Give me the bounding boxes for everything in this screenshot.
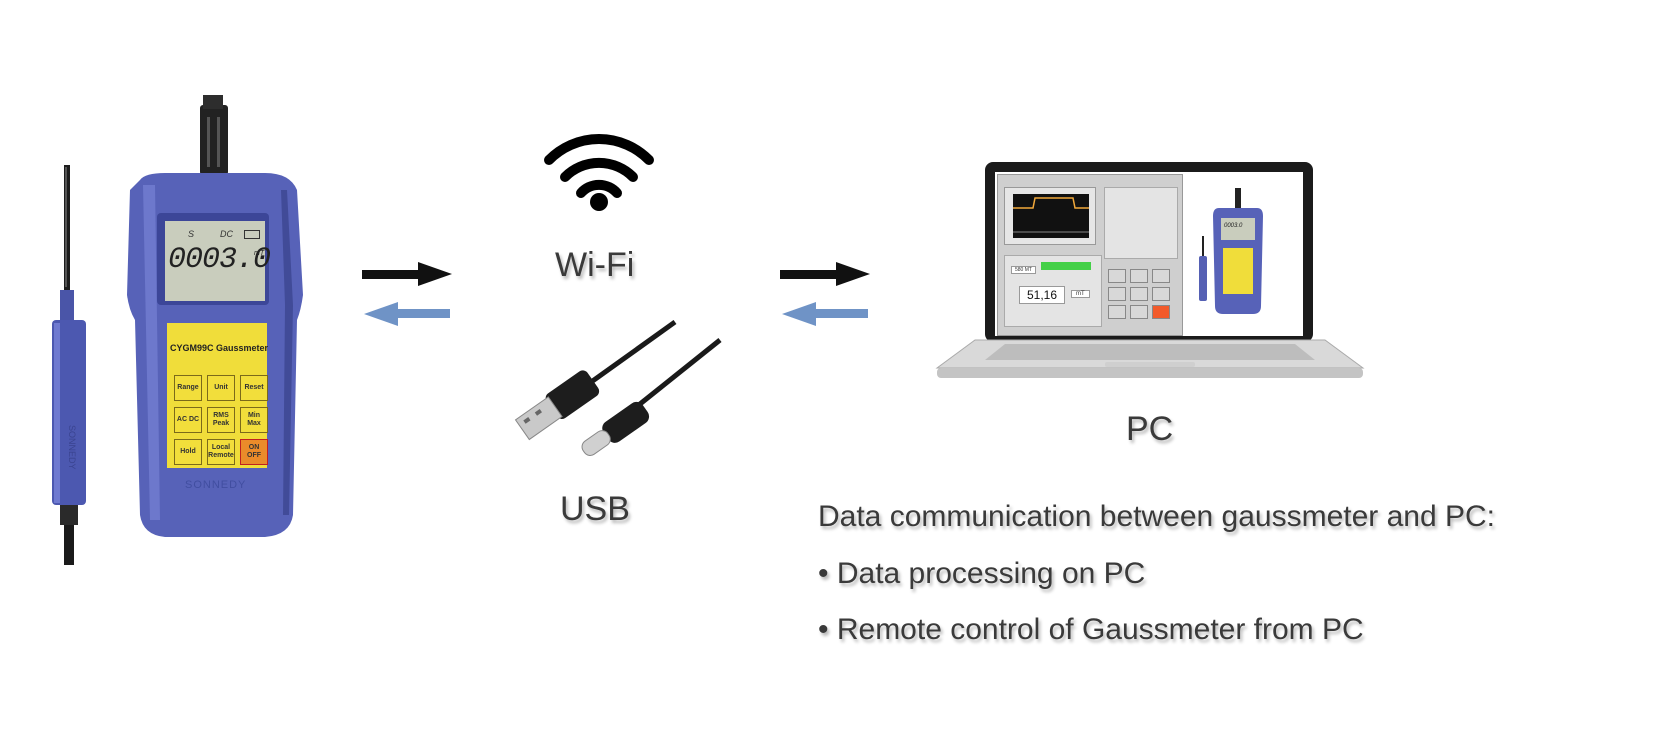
lcd-mode-right: DC — [220, 229, 233, 239]
arrow-from-pc-icon — [782, 302, 868, 326]
usb-cable-icon — [514, 320, 722, 456]
soft-btn-7[interactable] — [1108, 305, 1126, 319]
software-window: 580 MT 51,16 mT — [997, 174, 1183, 336]
model-label: CYGM99C Gaussmeter — [170, 343, 269, 353]
software-reading-panel: 580 MT 51,16 mT — [1004, 255, 1102, 327]
wifi-label: Wi-Fi — [555, 246, 635, 284]
soft-btn-2[interactable] — [1130, 269, 1148, 283]
soft-btn-6[interactable] — [1152, 287, 1170, 301]
software-buttons — [1106, 267, 1178, 331]
screen-mini-reading: 0003.0 — [1224, 223, 1243, 229]
arrow-to-pc-icon — [780, 262, 870, 286]
screen-small-value: 580 MT — [1011, 266, 1036, 274]
range-key[interactable]: Range — [174, 375, 202, 401]
wifi-icon — [544, 133, 654, 211]
keypad: Range Unit Reset AC DC RMS Peak Min Max … — [174, 375, 274, 475]
pc-label: PC — [1126, 410, 1174, 448]
screen-unit: mT — [1071, 290, 1090, 298]
arrow-to-link-icon — [362, 262, 452, 286]
battery-icon — [244, 230, 260, 239]
body-brand-text: SONNEDY — [185, 479, 247, 491]
software-chart — [1004, 187, 1096, 245]
description-heading: Data communication between gaussmeter an… — [818, 500, 1496, 533]
laptop-base — [935, 339, 1365, 378]
screen-device-icon — [1199, 188, 1263, 314]
soft-btn-1[interactable] — [1108, 269, 1126, 283]
ac-dc-key[interactable]: AC DC — [174, 407, 202, 433]
probe-brand-text: SONNEDY — [67, 425, 77, 470]
probe-icon: SONNEDY — [52, 165, 86, 565]
gaussmeter-body — [127, 95, 303, 537]
soft-btn-onoff[interactable] — [1152, 305, 1170, 319]
rms-peak-key[interactable]: RMS Peak — [207, 407, 235, 433]
hold-key[interactable]: Hold — [174, 439, 202, 465]
usb-label: USB — [560, 490, 630, 528]
arrow-from-link-icon — [364, 302, 450, 326]
lcd-reading: 0003.0 — [168, 243, 271, 277]
description-bullet-1: • Data processing on PC — [818, 557, 1146, 590]
min-max-key[interactable]: Min Max — [240, 407, 268, 433]
reset-key[interactable]: Reset — [240, 375, 268, 401]
screen-value: 51,16 — [1019, 286, 1065, 304]
on-off-key[interactable]: ON OFF — [240, 439, 268, 465]
laptop-screen: 580 MT 51,16 mT — [995, 172, 1303, 336]
unit-key[interactable]: Unit — [207, 375, 235, 401]
lcd-mode-left: S — [188, 229, 195, 239]
laptop: 580 MT 51,16 mT — [935, 160, 1365, 390]
gaussmeter-device: SONNEDY S DC 0003.0 mT CYGM99C Gaussmete… — [40, 95, 340, 575]
local-remote-key[interactable]: Local Remote — [207, 439, 235, 465]
soft-btn-8[interactable] — [1130, 305, 1148, 319]
description-bullet-2: • Remote control of Gaussmeter from PC — [818, 613, 1364, 646]
soft-btn-4[interactable] — [1108, 287, 1126, 301]
soft-btn-5[interactable] — [1130, 287, 1148, 301]
soft-btn-3[interactable] — [1152, 269, 1170, 283]
lcd-unit: mT — [254, 250, 265, 257]
